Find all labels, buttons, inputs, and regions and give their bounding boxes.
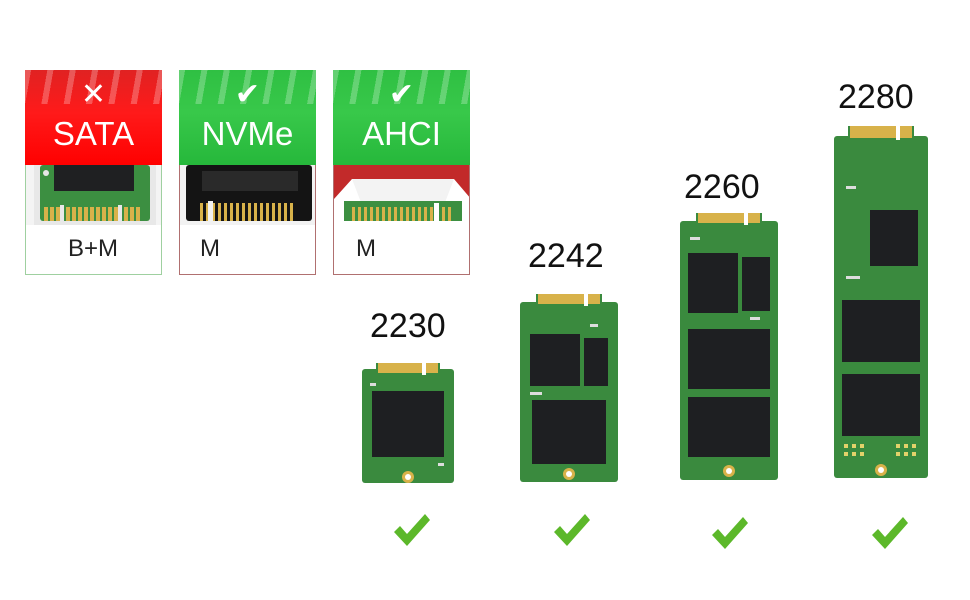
sata-card-header: ✕ SATA <box>25 70 162 165</box>
nvme-title: NVMe <box>201 115 294 152</box>
check-icon <box>872 517 908 549</box>
nvme-card: ✔ NVMe M <box>179 70 316 275</box>
ahci-key-label: M <box>356 235 376 262</box>
cross-icon: ✕ <box>80 78 107 111</box>
size-label-2242: 2242 <box>528 237 604 275</box>
check-icon: ✔ <box>388 78 415 111</box>
sata-key-label: B+M <box>68 235 119 262</box>
ahci-card: ✔ AHCI M <box>333 70 470 275</box>
check-icon <box>712 517 748 549</box>
ssd-2242-board <box>520 294 618 482</box>
size-label-2230: 2230 <box>370 307 446 345</box>
ssd-2230-board <box>362 363 454 483</box>
size-label-2260: 2260 <box>684 168 760 206</box>
nvme-key-label: M <box>200 235 220 262</box>
nvme-card-header: ✔ NVMe <box>179 70 316 165</box>
ahci-connector-image <box>334 165 469 225</box>
ahci-card-header: ✔ AHCI <box>333 70 470 165</box>
ssd-2280-board <box>834 126 928 478</box>
sata-connector-image <box>26 165 161 225</box>
ahci-title: AHCI <box>362 115 441 152</box>
size-label-2280: 2280 <box>838 78 914 116</box>
nvme-connector-image <box>180 165 315 225</box>
sata-card: ✕ SATA B+M <box>25 70 162 275</box>
check-icon <box>554 514 590 546</box>
check-icon: ✔ <box>234 78 261 111</box>
check-icon <box>394 514 430 546</box>
sata-title: SATA <box>52 115 135 152</box>
ssd-2260-board <box>680 213 778 480</box>
